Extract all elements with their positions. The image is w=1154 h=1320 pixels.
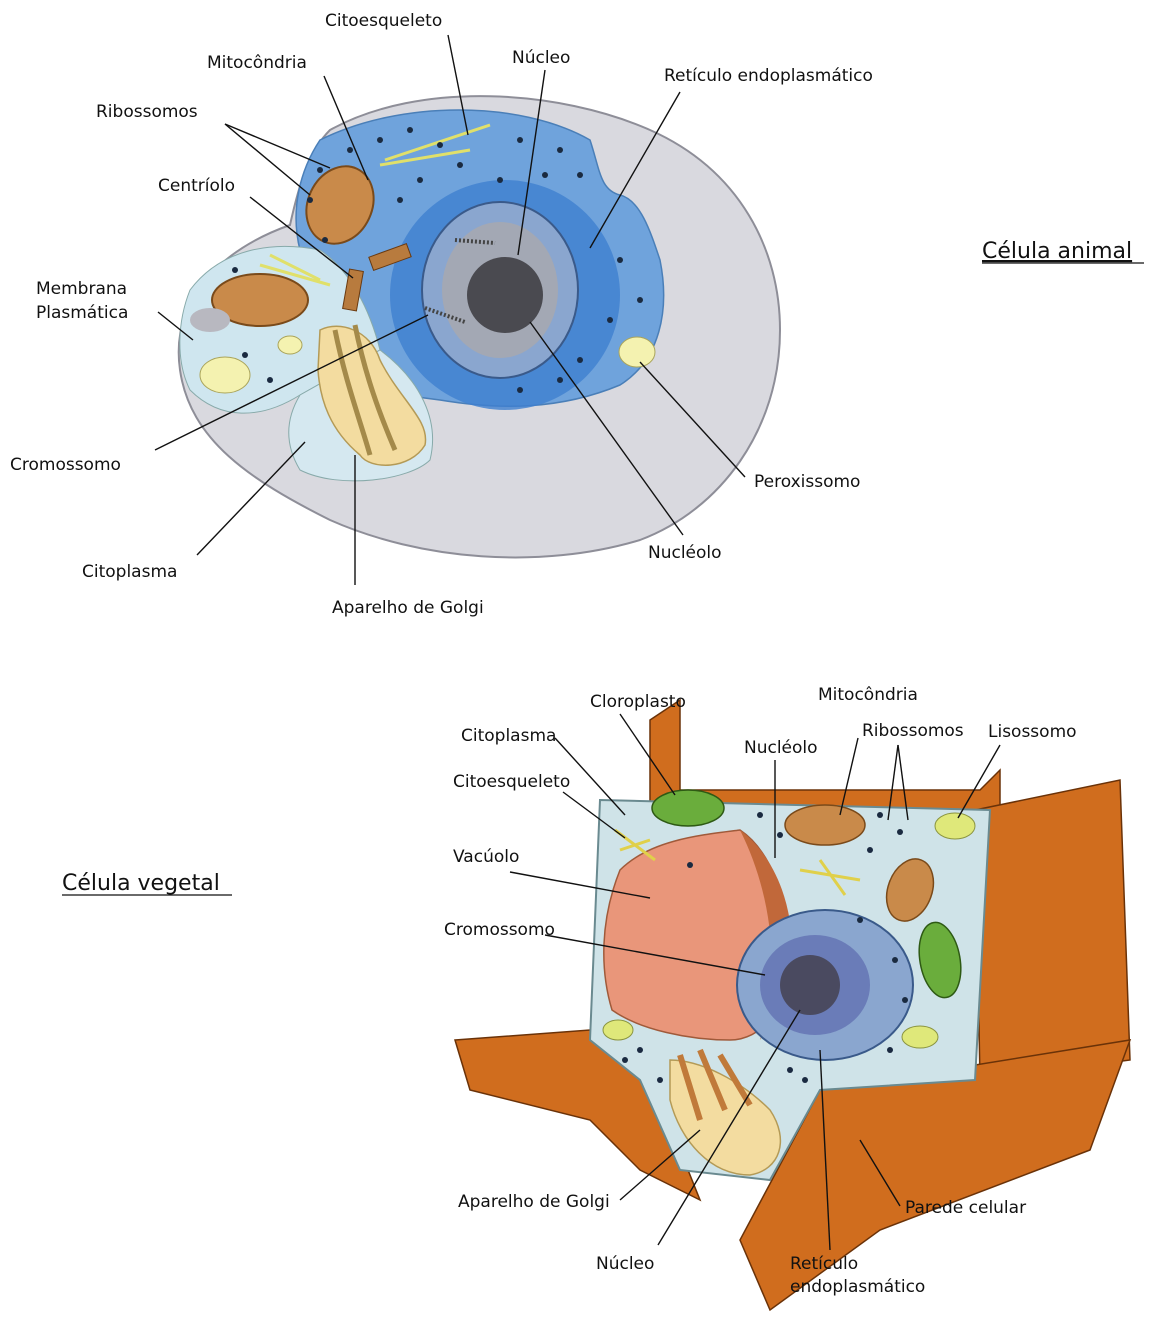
label-plant-citoesqueleto: Citoesqueleto xyxy=(453,772,570,792)
vesicle xyxy=(902,1026,938,1048)
label-animal-mitocondria: Mitocôndria xyxy=(207,53,307,73)
label-animal-peroxissomo: Peroxissomo xyxy=(754,472,860,492)
label-animal-nucleolo: Nucléolo xyxy=(648,543,722,563)
plant-mitochondrion xyxy=(785,805,865,845)
label-plant-nucleo: Núcleo xyxy=(596,1254,654,1274)
plant-cell-title: Célula vegetal xyxy=(62,871,220,896)
label-animal-membrana-2: Plasmática xyxy=(36,303,128,323)
vesicle xyxy=(603,1020,633,1040)
peroxisome xyxy=(619,337,655,367)
label-plant-vacuolo: Vacúolo xyxy=(453,847,519,867)
animal-cell-illustration xyxy=(179,96,780,557)
label-animal-reticulo: Retículo endoplasmático xyxy=(664,66,873,86)
animal-cell-title: Célula animal xyxy=(982,239,1132,264)
animal-nucleolus xyxy=(467,257,543,333)
label-animal-nucleo: Núcleo xyxy=(512,48,570,68)
vesicle xyxy=(190,308,230,332)
label-animal-centriolo: Centríolo xyxy=(158,176,235,196)
label-plant-nucleolo: Nucléolo xyxy=(744,738,818,758)
label-animal-citoesqueleto: Citoesqueleto xyxy=(325,11,442,31)
plant-wall-right xyxy=(975,780,1130,1080)
label-plant-ribossomos: Ribossomos xyxy=(862,721,964,741)
label-animal-cromossomo: Cromossomo xyxy=(10,455,121,475)
vesicle xyxy=(200,357,250,393)
label-plant-citoplasma: Citoplasma xyxy=(461,726,556,746)
plant-nucleolus xyxy=(780,955,840,1015)
chloroplast xyxy=(652,790,724,826)
label-plant-mitocondria: Mitocôndria xyxy=(818,685,918,705)
lysosome xyxy=(935,813,975,839)
label-plant-parede-celular: Parede celular xyxy=(905,1198,1026,1218)
label-plant-cloroplasto: Cloroplasto xyxy=(590,692,686,712)
label-animal-membrana-1: Membrana xyxy=(36,279,127,299)
label-animal-aparelho-golgi: Aparelho de Golgi xyxy=(332,598,484,618)
label-plant-reticulo-1: Retículo xyxy=(790,1254,858,1274)
label-animal-citoplasma: Citoplasma xyxy=(82,562,177,582)
label-plant-reticulo-2: endoplasmático xyxy=(790,1277,925,1297)
label-animal-ribossomos: Ribossomos xyxy=(96,102,198,122)
label-plant-aparelho-golgi: Aparelho de Golgi xyxy=(458,1192,610,1212)
vesicle xyxy=(278,336,302,354)
label-plant-lisossomo: Lisossomo xyxy=(988,722,1077,742)
label-plant-cromossomo: Cromossomo xyxy=(444,920,555,940)
